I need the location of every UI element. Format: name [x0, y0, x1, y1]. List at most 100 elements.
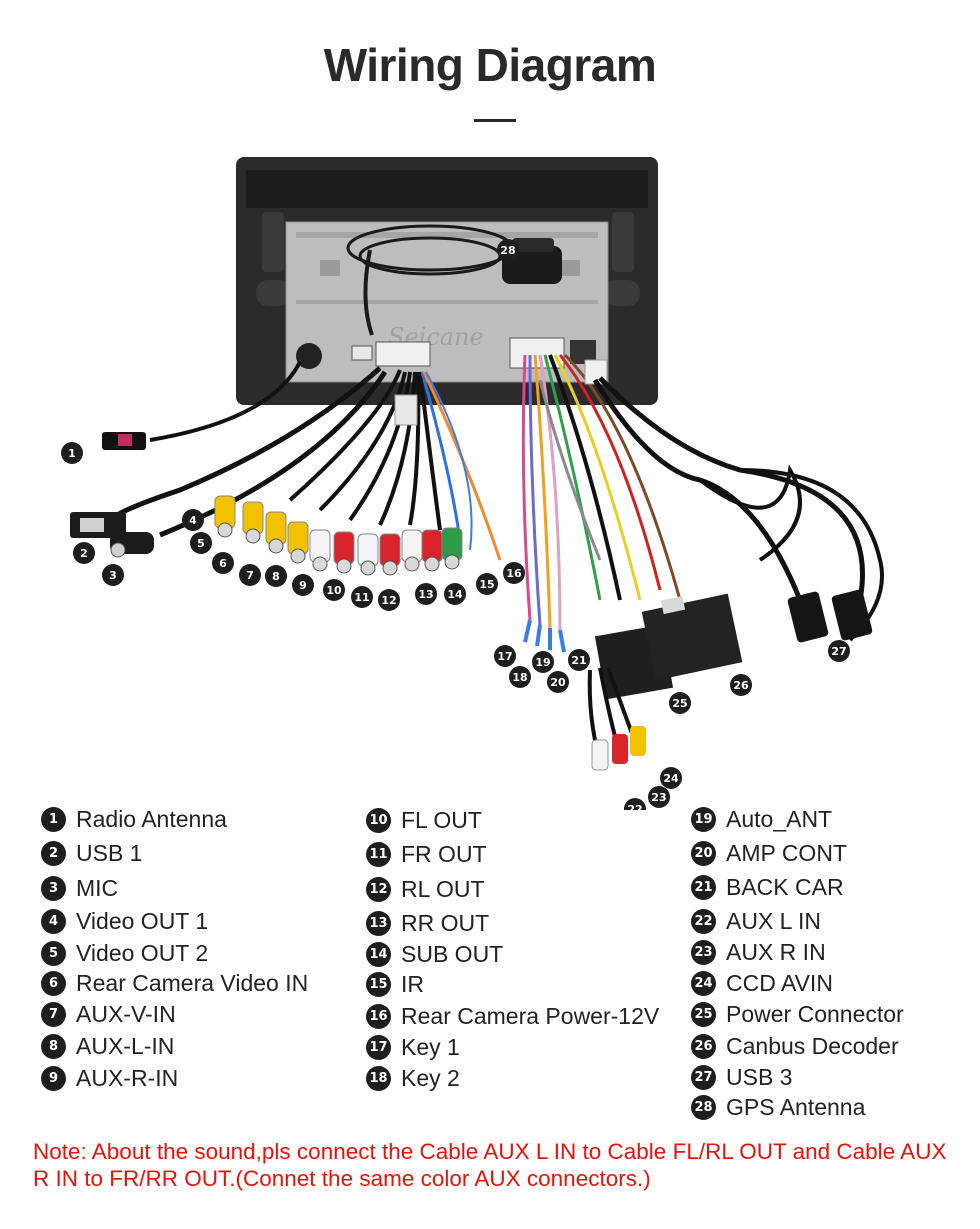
callout-number: 19: [535, 656, 550, 669]
legend-label: Rear Camera Video IN: [76, 970, 309, 996]
callout-number: 22: [627, 803, 642, 810]
legend-number-badge: 26: [691, 1034, 716, 1059]
callout-circle: [532, 651, 554, 673]
callout-circle: [648, 786, 670, 808]
legend-label: AMP CONT: [726, 840, 847, 866]
legend-number-badge: 15: [366, 972, 391, 997]
rca-bundle: [288, 369, 502, 561]
legend-number-badge: 21: [691, 875, 716, 900]
callout-number: 25: [672, 697, 687, 710]
legend-number-badge: 6: [41, 971, 66, 996]
rca-plug-tip: [245, 528, 261, 544]
callout-circle: [73, 542, 95, 564]
rca-plug-tip: [404, 556, 420, 572]
legend-number-badge: 3: [41, 876, 66, 901]
callout-number: 9: [299, 579, 307, 592]
legend-number-badge: 25: [691, 1002, 716, 1027]
legend-number-badge: 14: [366, 942, 391, 967]
head-unit: Seicane: [236, 157, 658, 405]
legend-item: 9 AUX-R-IN: [41, 1065, 178, 1092]
small-pin-wires: [523, 619, 566, 653]
callout-number: 28: [500, 244, 515, 257]
wiring-diagram-illustration: Seicane: [61, 157, 884, 810]
legend-label: AUX-V-IN: [76, 1001, 176, 1027]
sound-connection-note: Note: About the sound,pls connect the Ca…: [33, 1139, 947, 1191]
callout-number: 16: [506, 567, 522, 580]
callout-circle: [497, 239, 519, 261]
legend-number-badge: 22: [691, 909, 716, 934]
legend-label: FR OUT: [401, 841, 487, 867]
legend-number-badge: 1: [41, 807, 66, 832]
legend-number-badge: 12: [366, 877, 391, 902]
callout-circle: [265, 565, 287, 587]
legend-item: 1 Radio Antenna: [41, 806, 227, 833]
legend-label: AUX R IN: [726, 939, 826, 965]
legend-number-badge: 9: [41, 1066, 66, 1091]
legend-label: Auto_ANT: [726, 806, 833, 832]
legend-item: 3 MIC: [41, 875, 118, 902]
legend-label: IR: [401, 971, 424, 997]
main-harness: [521, 353, 884, 771]
callout-circle: [503, 562, 525, 584]
legend-label: USB 3: [726, 1064, 793, 1090]
legend-label: Key 2: [401, 1065, 460, 1091]
callout-number: 4: [189, 514, 197, 527]
legend-number-badge: 7: [41, 1002, 66, 1027]
aux-in-plugs: [587, 667, 646, 771]
legend-label: Power Connector: [726, 1001, 904, 1027]
callout-circle: [669, 692, 691, 714]
rca-plug-tip: [290, 548, 306, 564]
callout-circle: [624, 798, 646, 810]
legend-number-badge: 4: [41, 909, 66, 934]
callout-number: 15: [479, 578, 494, 591]
legend-number-badge: 24: [691, 971, 716, 996]
legend-label: AUX-R-IN: [76, 1065, 179, 1091]
usb3-connectors: [787, 589, 873, 643]
legend-label: Radio Antenna: [76, 806, 227, 832]
rca-plug-tip: [360, 560, 376, 576]
callout-number: 26: [733, 679, 749, 692]
legend-label: CCD AVIN: [726, 970, 833, 996]
legend-label: Rear Camera Power-12V: [401, 1003, 660, 1029]
legend-label: USB 1: [76, 840, 143, 866]
legend-number-badge: 28: [691, 1095, 716, 1120]
callout-circle: [351, 586, 373, 608]
callout-number: 12: [381, 594, 396, 607]
legend-label: MIC: [76, 875, 119, 901]
callout-circle: [292, 574, 314, 596]
callout-number: 23: [651, 791, 666, 804]
legend-label: SUB OUT: [401, 941, 504, 967]
callout-circle: [239, 564, 261, 586]
legend-item: 27 USB 3: [691, 1064, 792, 1091]
callout-number: 18: [512, 671, 527, 684]
legend-number-badge: 5: [41, 941, 66, 966]
callout-circle: [323, 579, 345, 601]
legend-label: Video OUT 2: [76, 940, 209, 966]
callout-number: 14: [447, 588, 463, 601]
rca-plug-tip: [424, 556, 440, 572]
title-underline: [474, 119, 516, 122]
legend-number-badge: 13: [366, 911, 391, 936]
legend-item: 23 AUX R IN: [691, 939, 826, 966]
canbus-decoder: [641, 593, 743, 681]
legend-item: 25 Power Connector: [691, 1001, 904, 1028]
legend-number-badge: 27: [691, 1065, 716, 1090]
legend-number-badge: 10: [366, 808, 391, 833]
callout-circle: [509, 666, 531, 688]
legend-item: 7 AUX-V-IN: [41, 1001, 176, 1028]
legend-number-badge: 23: [691, 940, 716, 965]
callout-circle: [190, 532, 212, 554]
callout-circle: [494, 645, 516, 667]
legend-item: 14 SUB OUT: [366, 941, 503, 968]
callout-circle: [828, 640, 850, 662]
